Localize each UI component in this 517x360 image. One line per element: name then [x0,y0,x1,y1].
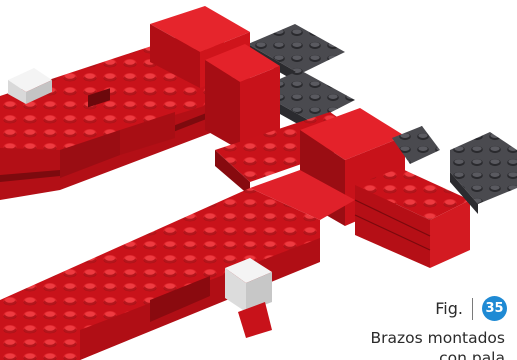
lower-arm [0,170,355,360]
caption-line-2: con pala [370,348,505,360]
figure-label-row: Fig. 35 [435,296,507,321]
figure-label: Fig. [435,299,463,318]
figure-number-badge: 35 [482,296,507,321]
caption-line-1: Brazos montados [370,328,505,348]
white-brick-lower [225,258,272,338]
figure-separator [472,298,473,320]
figure-caption: Brazos montados con pala [370,328,505,360]
